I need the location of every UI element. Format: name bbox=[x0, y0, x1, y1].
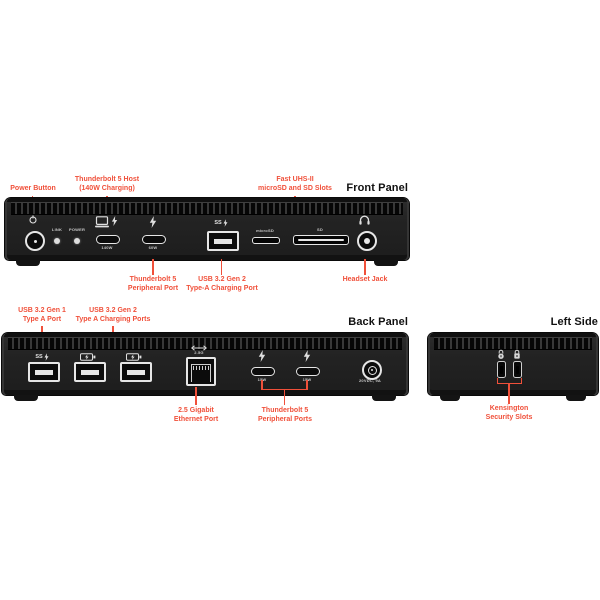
pointer-tb-drop-right bbox=[306, 380, 308, 390]
device-top-lip bbox=[7, 198, 407, 202]
label-tb5-peripheral-back: Thunderbolt 5 Peripheral Ports bbox=[257, 407, 313, 423]
device-foot bbox=[372, 395, 396, 401]
square-lock-icon bbox=[513, 349, 521, 360]
front-panel-title: Front Panel bbox=[346, 182, 408, 194]
label-headset-jack: Headset Jack bbox=[342, 276, 388, 283]
label-usb-gen2: USB 3.2 Gen 2 Type A Charging Ports bbox=[75, 307, 151, 323]
thunderbolt-icon bbox=[149, 216, 157, 228]
thunderbolt-icon bbox=[303, 350, 311, 362]
microsd-slot bbox=[252, 237, 280, 244]
usb-a-charging-port-1 bbox=[74, 362, 106, 382]
round-lock-icon bbox=[497, 349, 505, 360]
tb5-peripheral-port-2 bbox=[296, 367, 320, 376]
label-usb-a-charging-front: USB 3.2 Gen 2 Type-A Charging Port bbox=[186, 276, 258, 292]
ethernet-port bbox=[186, 357, 216, 386]
device-top-lip bbox=[430, 333, 596, 337]
usb-a-charging-port-2 bbox=[120, 362, 152, 382]
usb-a-port-gen1 bbox=[28, 362, 60, 382]
pointer-headset bbox=[364, 259, 366, 275]
headphones-icon bbox=[359, 215, 370, 225]
device-foot bbox=[14, 395, 38, 401]
left-side-title: Left Side bbox=[550, 316, 598, 328]
device-foot bbox=[440, 395, 460, 401]
link-led bbox=[54, 238, 60, 244]
device-top-lip bbox=[4, 333, 406, 337]
pointer-ethernet bbox=[195, 387, 197, 405]
sd-label: SD bbox=[317, 227, 323, 232]
label-power-button: Power Button bbox=[10, 185, 56, 192]
power-button bbox=[25, 231, 45, 251]
superspeed-usb-icon: SS bbox=[30, 352, 54, 361]
label-kensington: Kensington Security Slots bbox=[485, 405, 533, 421]
power-led bbox=[74, 238, 80, 244]
battery-charge-icon bbox=[78, 353, 98, 361]
power-led-label: POWER bbox=[69, 227, 86, 232]
vent-grille bbox=[434, 337, 592, 350]
pointer-tb5-peripheral-front bbox=[152, 259, 154, 275]
power-icon bbox=[29, 215, 37, 224]
label-tb5-peripheral-front: Thunderbolt 5 Peripheral Port bbox=[127, 276, 179, 292]
pointer-usb-a-front bbox=[220, 259, 222, 275]
dc-rating-label: 20VDC, 9A bbox=[358, 378, 382, 383]
superspeed-usb-icon: SS bbox=[209, 218, 233, 227]
device-foot bbox=[566, 395, 586, 401]
tb5-host-watt: 140W bbox=[101, 245, 113, 250]
vent-grille bbox=[11, 202, 403, 215]
pointer-tb-drop-left bbox=[261, 380, 263, 390]
ethernet-speed-label: 2.5G bbox=[194, 350, 204, 355]
back-device: SS bbox=[2, 333, 408, 395]
sd-slot bbox=[293, 235, 349, 245]
tb5-port2-watt: 15W bbox=[297, 377, 317, 382]
device-foot bbox=[374, 260, 398, 266]
label-card-slots: Fast UHS-II microSD and SD Slots bbox=[258, 176, 332, 192]
kensington-slot-1 bbox=[497, 361, 506, 378]
dc-power-jack bbox=[362, 360, 382, 380]
tb5-host-port bbox=[96, 235, 120, 244]
usb-a-charging-port-front bbox=[207, 231, 239, 251]
kensington-slot-2 bbox=[513, 361, 522, 378]
label-usb-gen1: USB 3.2 Gen 1 Type A Port bbox=[18, 307, 66, 323]
pointer-tb-stem bbox=[283, 388, 285, 405]
pointer-kensington-drop-left bbox=[496, 378, 498, 384]
tb5-peripheral-watt: 60W bbox=[148, 245, 158, 250]
headset-jack bbox=[357, 231, 377, 251]
device-foot bbox=[16, 260, 40, 266]
label-ethernet: 2.5 Gigabit Ethernet Port bbox=[173, 407, 219, 423]
ethernet-arrows-icon bbox=[189, 345, 209, 351]
tb5-peripheral-port-1 bbox=[251, 367, 275, 376]
battery-charge-icon bbox=[124, 353, 144, 361]
label-tb5-host: Thunderbolt 5 Host (140W Charging) bbox=[74, 176, 140, 192]
laptop-bolt-icon bbox=[95, 216, 119, 228]
tb5-port1-watt: 15W bbox=[252, 377, 272, 382]
front-device: LINK POWER 140W 60W SS microSD bbox=[5, 198, 409, 260]
microsd-label: microSD bbox=[256, 228, 274, 233]
pointer-kensington-drop-right bbox=[520, 378, 522, 384]
link-led-label: LINK bbox=[51, 227, 63, 232]
tb5-peripheral-port-front bbox=[142, 235, 166, 244]
back-panel-title: Back Panel bbox=[348, 316, 408, 328]
pointer-kensington-stem bbox=[508, 382, 510, 404]
thunderbolt-icon bbox=[258, 350, 266, 362]
left-side-device bbox=[428, 333, 598, 395]
